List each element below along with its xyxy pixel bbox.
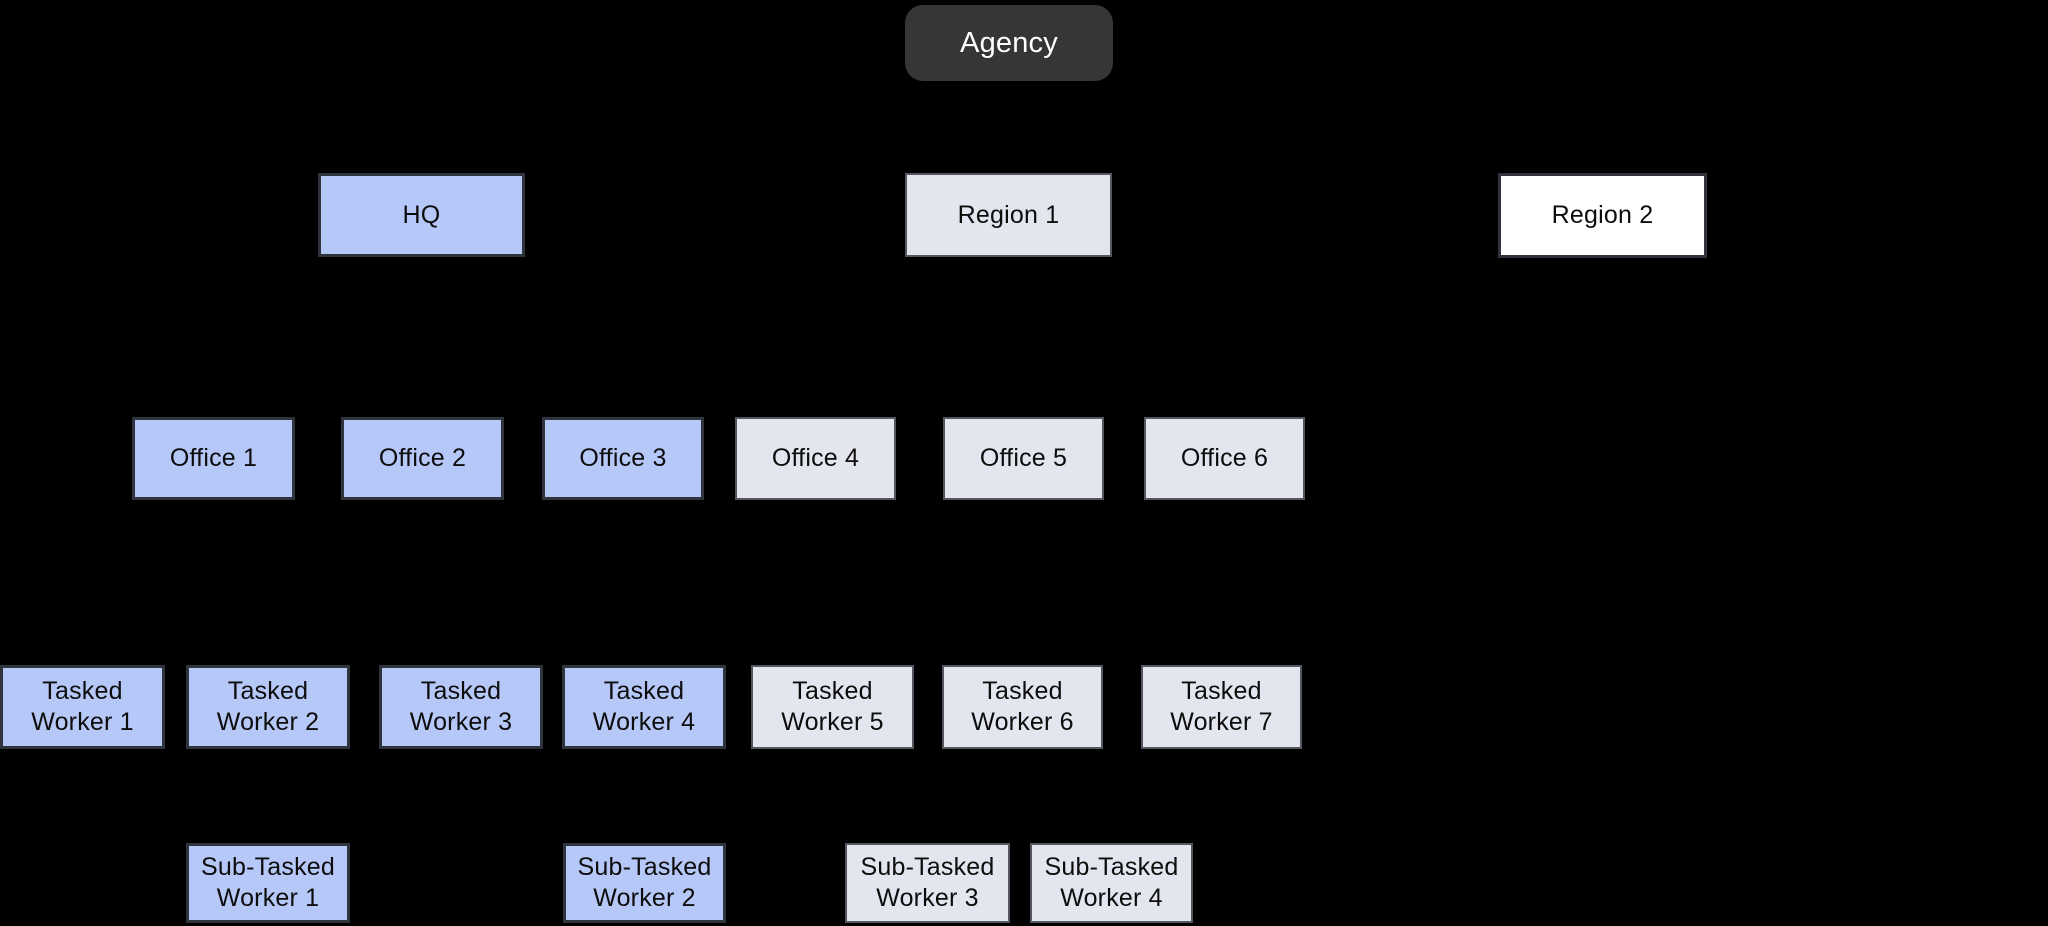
node-office-3-label: Office 3 [579,444,667,472]
node-tasked-worker-6: Tasked Worker 6 [942,665,1103,749]
node-sub-tasked-worker-2-label: Sub-Tasked Worker 2 [577,853,712,912]
node-office-6: Office 6 [1144,417,1305,500]
node-region-2-label: Region 2 [1551,201,1654,229]
node-tasked-worker-4-label: Tasked Worker 4 [592,677,696,736]
node-tasked-worker-1: Tasked Worker 1 [0,665,165,749]
node-hq: HQ [318,173,525,257]
node-region-1: Region 1 [905,173,1112,257]
node-tasked-worker-5-label: Tasked Worker 5 [781,677,884,736]
node-office-3: Office 3 [542,417,704,500]
node-office-1: Office 1 [132,417,295,500]
node-office-6-label: Office 6 [1180,444,1269,472]
node-tasked-worker-2-label: Tasked Worker 2 [216,677,320,736]
node-tasked-worker-7: Tasked Worker 7 [1141,665,1302,749]
node-office-1-label: Office 1 [169,444,258,472]
node-office-2: Office 2 [341,417,504,500]
node-office-5-label: Office 5 [979,444,1068,472]
node-tasked-worker-3: Tasked Worker 3 [379,665,543,749]
node-office-2-label: Office 2 [378,444,467,472]
node-tasked-worker-5: Tasked Worker 5 [751,665,914,749]
node-sub-tasked-worker-4-label: Sub-Tasked Worker 4 [1044,853,1179,912]
node-region-1-label: Region 1 [957,200,1060,229]
node-tasked-worker-6-label: Tasked Worker 6 [971,677,1074,736]
node-tasked-worker-2: Tasked Worker 2 [186,665,350,749]
node-office-4: Office 4 [735,417,896,500]
node-agency: Agency [905,5,1113,81]
node-tasked-worker-4: Tasked Worker 4 [562,665,726,749]
node-tasked-worker-1-label: Tasked Worker 1 [31,677,134,736]
node-tasked-worker-3-label: Tasked Worker 3 [409,677,513,736]
node-sub-tasked-worker-1-label: Sub-Tasked Worker 1 [200,853,336,912]
node-hq-label: HQ [402,200,441,229]
node-sub-tasked-worker-1: Sub-Tasked Worker 1 [186,843,350,923]
node-tasked-worker-7-label: Tasked Worker 7 [1170,677,1273,736]
node-office-5: Office 5 [943,417,1104,500]
node-sub-tasked-worker-3: Sub-Tasked Worker 3 [845,843,1010,923]
node-sub-tasked-worker-3-label: Sub-Tasked Worker 3 [860,853,995,912]
node-agency-label: Agency [960,26,1058,59]
node-office-4-label: Office 4 [771,444,860,472]
node-sub-tasked-worker-2: Sub-Tasked Worker 2 [563,843,726,923]
node-sub-tasked-worker-4: Sub-Tasked Worker 4 [1030,843,1193,923]
node-region-2: Region 2 [1498,173,1707,258]
